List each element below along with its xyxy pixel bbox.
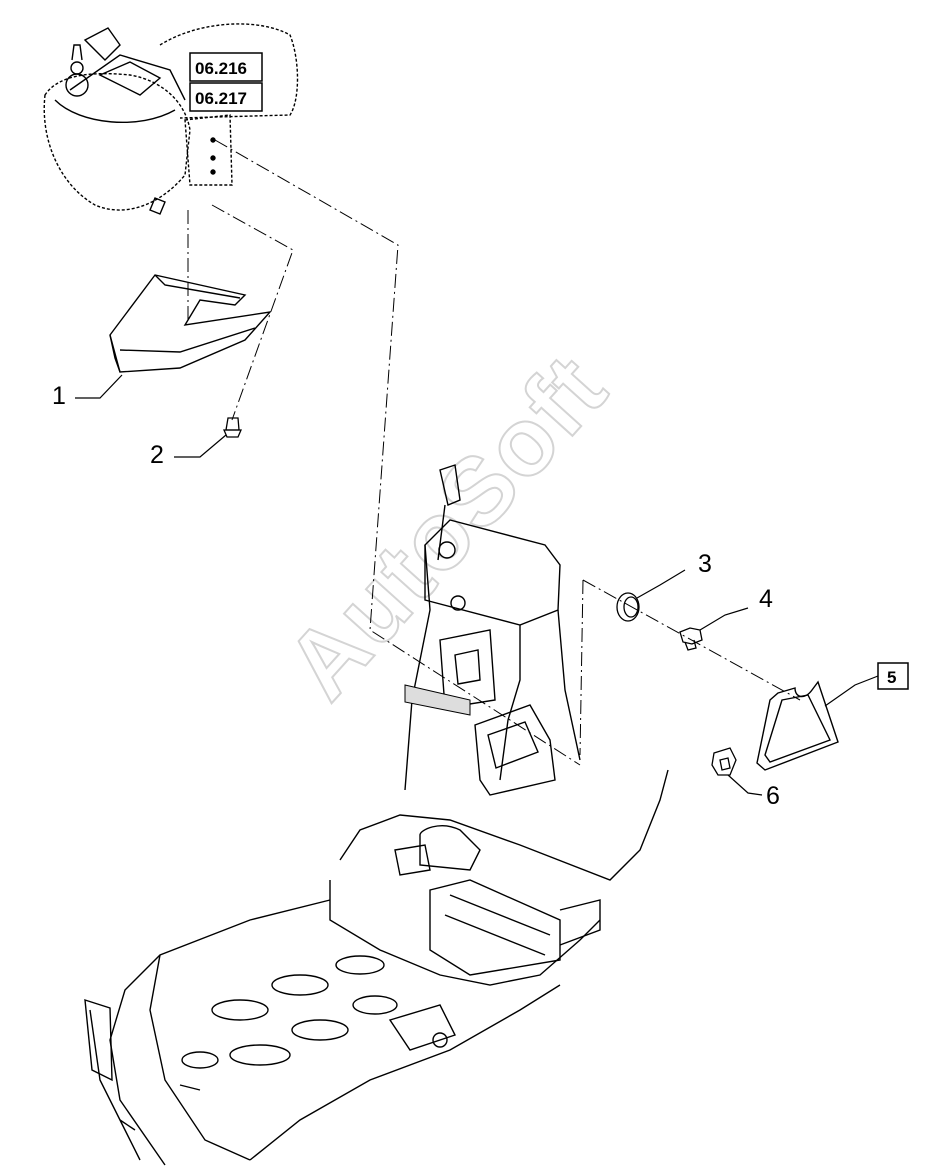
watermark: AutoSoft	[266, 334, 627, 719]
callout-6[interactable]: 6	[766, 782, 780, 810]
part-4-bolt	[679, 627, 703, 651]
part-3-washer	[616, 592, 640, 622]
part-2-screw	[223, 417, 242, 438]
callout-5-box[interactable]: 5	[877, 662, 909, 690]
callout-3[interactable]: 3	[698, 550, 712, 578]
callout-1[interactable]: 1	[52, 382, 66, 410]
reference-box-06-216[interactable]: 06.216	[189, 52, 263, 82]
part-6-clip	[711, 747, 737, 776]
part-5-cover-panel	[756, 680, 839, 771]
reference-box-06-217[interactable]: 06.217	[189, 82, 263, 112]
callout-2[interactable]: 2	[150, 441, 164, 469]
callout-leaders	[75, 374, 879, 796]
part-1-tray	[109, 274, 272, 373]
seat-console-assembly	[84, 464, 669, 1166]
armrest-control-assembly	[43, 23, 299, 215]
callout-4[interactable]: 4	[759, 585, 773, 613]
reference-06-216: 06.216	[195, 59, 247, 78]
reference-06-217: 06.217	[195, 89, 247, 108]
callout-5: 5	[887, 668, 896, 687]
assembly-centerlines	[187, 139, 801, 766]
